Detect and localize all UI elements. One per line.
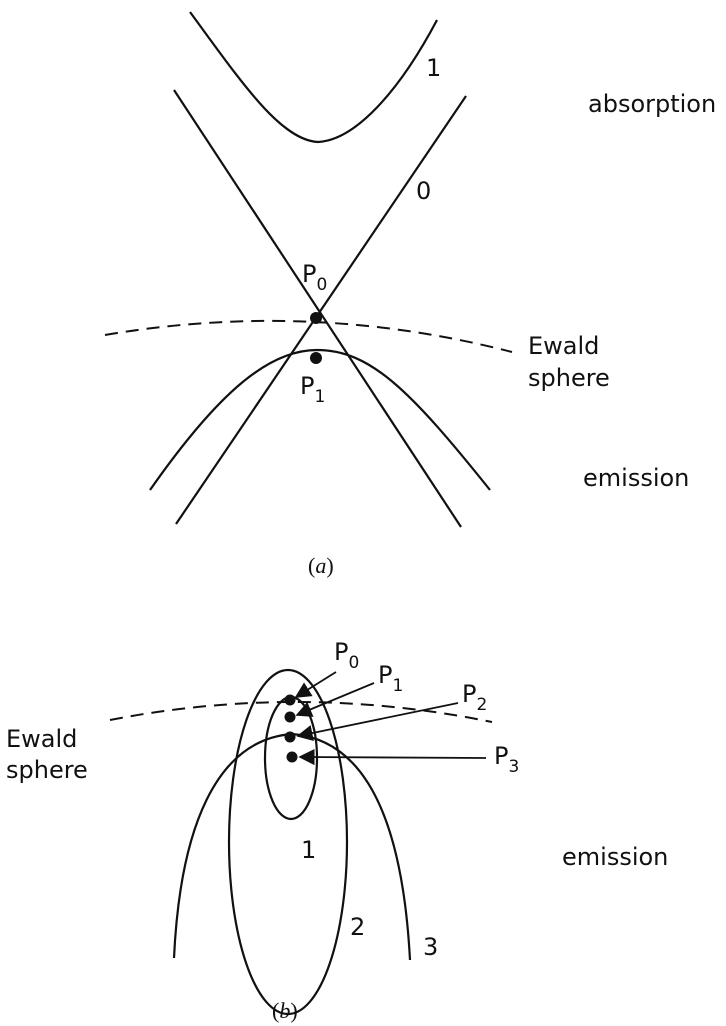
point-p0-b (284, 694, 296, 706)
p3-label-b: P3 (494, 742, 519, 777)
curve-0-label-a: 0 (416, 177, 431, 205)
surface-3-parabola (172, 732, 412, 961)
curve-3-label-b: 3 (423, 933, 438, 961)
emission-hyperbola (149, 348, 491, 491)
ewald-label-a-line2: sphere (528, 364, 610, 392)
panel-b: P0 P1 P2 P3 Ewald sphere emission 1 2 3 … (6, 638, 668, 1023)
point-p0-a (310, 312, 322, 324)
ewald-label-a-line1: Ewald (528, 332, 599, 360)
panel-a: 1 0 absorption emission Ewald sphere P0 … (104, 11, 716, 578)
p2-label-b: P2 (462, 680, 487, 715)
emission-label-b: emission (562, 843, 668, 871)
ewald-sphere-arc-b (109, 701, 493, 723)
ewald-label-b-line1: Ewald (6, 725, 77, 753)
point-p1-a (310, 352, 322, 364)
arrow-p2 (296, 702, 459, 741)
branch-0-line-right (175, 95, 467, 525)
arrow-p0 (294, 671, 337, 698)
curve-1-label-b: 1 (301, 836, 316, 864)
absorption-label: absorption (588, 90, 716, 118)
ewald-label-b-line2: sphere (6, 756, 88, 784)
point-p2-b (284, 731, 296, 743)
branch-1-hyperbola (189, 11, 438, 144)
emission-label-a: emission (583, 464, 689, 492)
p0-label-b: P0 (334, 638, 359, 673)
curve-2-label-b: 2 (350, 913, 365, 941)
caption-b: (b) (272, 998, 298, 1023)
ewald-sphere-arc-a (104, 319, 513, 353)
p0-label-a: P0 (302, 260, 327, 295)
point-p3-b (286, 751, 298, 763)
p1-label-b: P1 (378, 661, 403, 696)
curve-1-label-a: 1 (426, 54, 441, 82)
arrow-p3 (298, 748, 487, 766)
point-p1-b (284, 711, 296, 723)
surface-2-ellipse (227, 668, 349, 1016)
branch-0-line-left (173, 89, 462, 528)
p1-label-a: P1 (300, 372, 325, 407)
caption-a: (a) (308, 553, 334, 578)
arrow-p1 (295, 682, 375, 717)
